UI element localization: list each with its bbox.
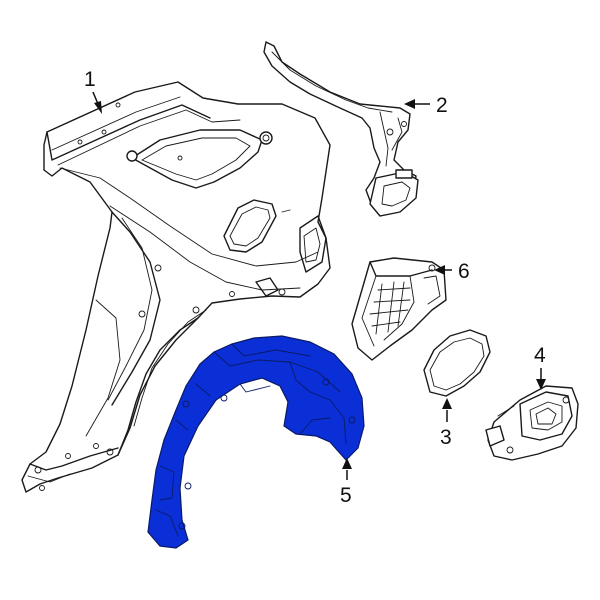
fuel-pocket-housing[interactable] [351,257,447,361]
callout-3-label: 3 [440,426,452,449]
wheel-well-liner[interactable] [147,335,365,549]
fuel-filler-housing-bracket[interactable] [263,41,419,217]
callout-6[interactable]: 6 [434,260,470,283]
fuel-door-lock-actuator-housing[interactable] [485,385,579,461]
callout-1[interactable]: 1 [84,68,102,114]
callout-3-arrowhead [442,398,452,409]
callout-3[interactable]: 3 [440,398,452,449]
callout-4-arrowhead [536,379,546,390]
callout-4-label: 4 [534,344,546,367]
fuel-door[interactable] [423,329,491,397]
callout-1-arrowhead [94,101,102,114]
callout-5-label: 5 [340,484,352,507]
callout-1-label: 1 [84,68,96,91]
callout-2-arrowhead [404,99,415,109]
callout-5[interactable]: 5 [340,458,352,507]
wheel-well-liner-shape [147,335,365,549]
callout-2-label: 2 [436,94,448,117]
callout-4[interactable]: 4 [534,344,546,390]
callout-6-arrowhead [434,265,445,275]
callout-2[interactable]: 2 [404,94,448,117]
quarter-panel[interactable] [21,81,331,493]
callout-5-arrowhead [342,458,352,469]
callout-1-leader [92,91,99,105]
callout-6-label: 6 [458,260,470,283]
